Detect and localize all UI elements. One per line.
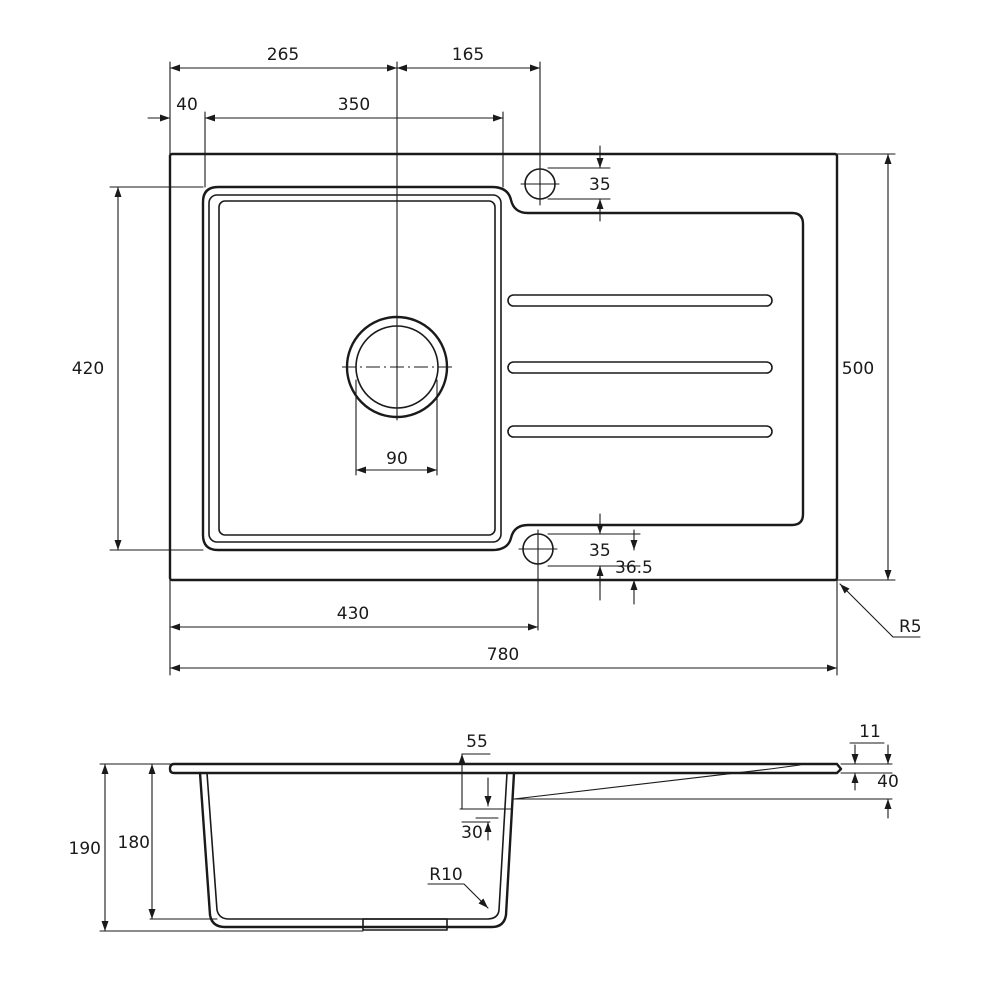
dim-165: 165: [452, 45, 484, 65]
dim-90: 90: [386, 449, 408, 469]
dim-780: 780: [487, 645, 519, 665]
dim-40: 40: [176, 95, 198, 115]
drainer-groove: [507, 425, 773, 438]
dim-40-side: 40: [877, 772, 899, 792]
dim-36-5: 36.5: [615, 558, 653, 578]
dim-420: 420: [72, 359, 104, 379]
side-slab: [168, 762, 843, 775]
dim-190: 190: [69, 839, 101, 859]
side-bowl-inner: [206, 772, 508, 920]
dim-350: 350: [338, 95, 370, 115]
dim-30: 30: [461, 823, 483, 843]
dim-r10: R10: [429, 865, 462, 885]
dim-180: 180: [118, 833, 150, 853]
side-bowl-outer: [198, 771, 516, 929]
dim-500: 500: [842, 359, 874, 379]
side-drain: [362, 918, 448, 931]
dim-11: 11: [859, 722, 881, 742]
bowl-inner-rim: [208, 194, 502, 543]
drainer-groove: [507, 361, 773, 374]
dim-55: 55: [466, 732, 488, 752]
sink-outline: [168, 152, 839, 582]
bowl-drainer-rim: [201, 185, 805, 552]
bowl-basin: [218, 200, 496, 536]
top-view: 265 165 40 350 35 420 500 90 35 36.5 430…: [72, 45, 922, 676]
dim-35-top: 35: [589, 175, 611, 195]
dim-35-bottom: 35: [589, 541, 611, 561]
drainer-groove: [507, 294, 773, 307]
dim-265: 265: [267, 45, 299, 65]
dim-430: 430: [337, 604, 369, 624]
side-view: 55 11 40 30 190 180 R10: [69, 722, 899, 932]
dim-r5: R5: [899, 617, 922, 637]
